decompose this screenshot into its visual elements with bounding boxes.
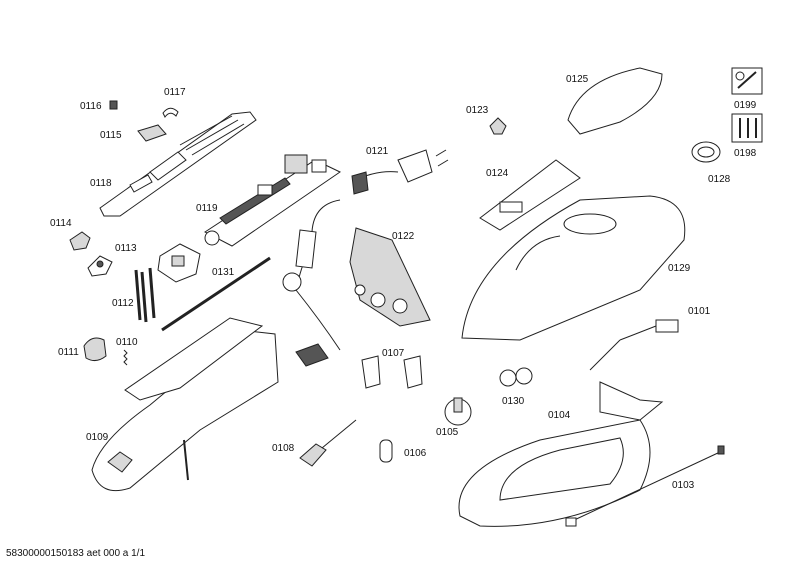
part-0128-drawing — [691, 141, 721, 163]
part-0114-drawing — [69, 231, 91, 251]
part-label-0112: 0112 — [112, 298, 134, 309]
part-0111-drawing — [83, 337, 107, 362]
part-0129-drawing — [461, 195, 686, 341]
part-0122-drawing — [349, 227, 431, 327]
part-0112-drawing — [134, 267, 156, 323]
part-0101-drawing — [589, 319, 679, 371]
toolset-icon — [731, 113, 763, 143]
part-label-0198: 0198 — [734, 148, 757, 159]
part-label-0123: 0123 — [466, 105, 489, 116]
part-0130-drawing — [499, 367, 533, 387]
part-0103-drawing — [565, 445, 725, 527]
heater-block-drawing — [295, 343, 329, 367]
part-label-0107: 0107 — [382, 348, 405, 359]
part-label-0128: 0128 — [708, 174, 731, 185]
footer-document-id: 58300000150183 aet 000 a 1/1 — [6, 548, 145, 559]
part-0125-drawing — [567, 67, 663, 135]
part-label-0109: 0109 — [86, 432, 109, 443]
part-0119-drawing — [204, 154, 341, 247]
part-0117-drawing — [162, 107, 179, 118]
part-label-0113: 0113 — [115, 243, 137, 254]
part-0105-drawing — [444, 397, 472, 426]
part-0116-drawing — [109, 100, 118, 110]
part-0115-drawing — [137, 124, 167, 142]
part-label-0110: 0110 — [116, 337, 138, 348]
part-label-0111: 0111 — [58, 347, 79, 358]
part-0118-drawing — [99, 111, 257, 217]
part-label-0130: 0130 — [502, 396, 525, 407]
part-label-0104: 0104 — [548, 410, 571, 421]
part-label-0103: 0103 — [672, 480, 695, 491]
part-0107-drawing — [361, 355, 423, 389]
part-0123-drawing — [489, 117, 507, 135]
thermostat-drawing — [157, 243, 201, 283]
part-0109-drawing — [91, 317, 279, 492]
part-0121-drawing — [282, 149, 449, 351]
part-label-0118: 0118 — [90, 178, 112, 189]
part-label-0117: 0117 — [164, 87, 186, 98]
part-label-0131: 0131 — [212, 267, 235, 278]
part-0113-drawing — [87, 255, 113, 277]
part-0106-drawing — [379, 439, 393, 463]
part-label-0115: 0115 — [100, 130, 122, 141]
part-label-0114: 0114 — [50, 218, 72, 229]
part-label-0199: 0199 — [734, 100, 757, 111]
part-label-0119: 0119 — [196, 203, 218, 214]
part-label-0116: 0116 — [80, 101, 102, 112]
wrench-screwdriver-icon — [731, 67, 763, 95]
part-0104-drawing — [458, 381, 664, 527]
part-label-0122: 0122 — [392, 231, 415, 242]
part-0131-drawing — [161, 256, 271, 332]
part-label-0106: 0106 — [404, 448, 427, 459]
part-label-0105: 0105 — [436, 427, 459, 438]
part-label-0101: 0101 — [688, 306, 711, 317]
part-0108-drawing — [299, 419, 357, 467]
part-label-0108: 0108 — [272, 443, 295, 454]
part-label-0124: 0124 — [486, 168, 509, 179]
part-label-0129: 0129 — [668, 263, 691, 274]
part-0110-drawing — [123, 349, 128, 366]
part-label-0121: 0121 — [366, 146, 389, 157]
part-label-0125: 0125 — [566, 74, 589, 85]
part-0124-drawing — [479, 159, 581, 231]
